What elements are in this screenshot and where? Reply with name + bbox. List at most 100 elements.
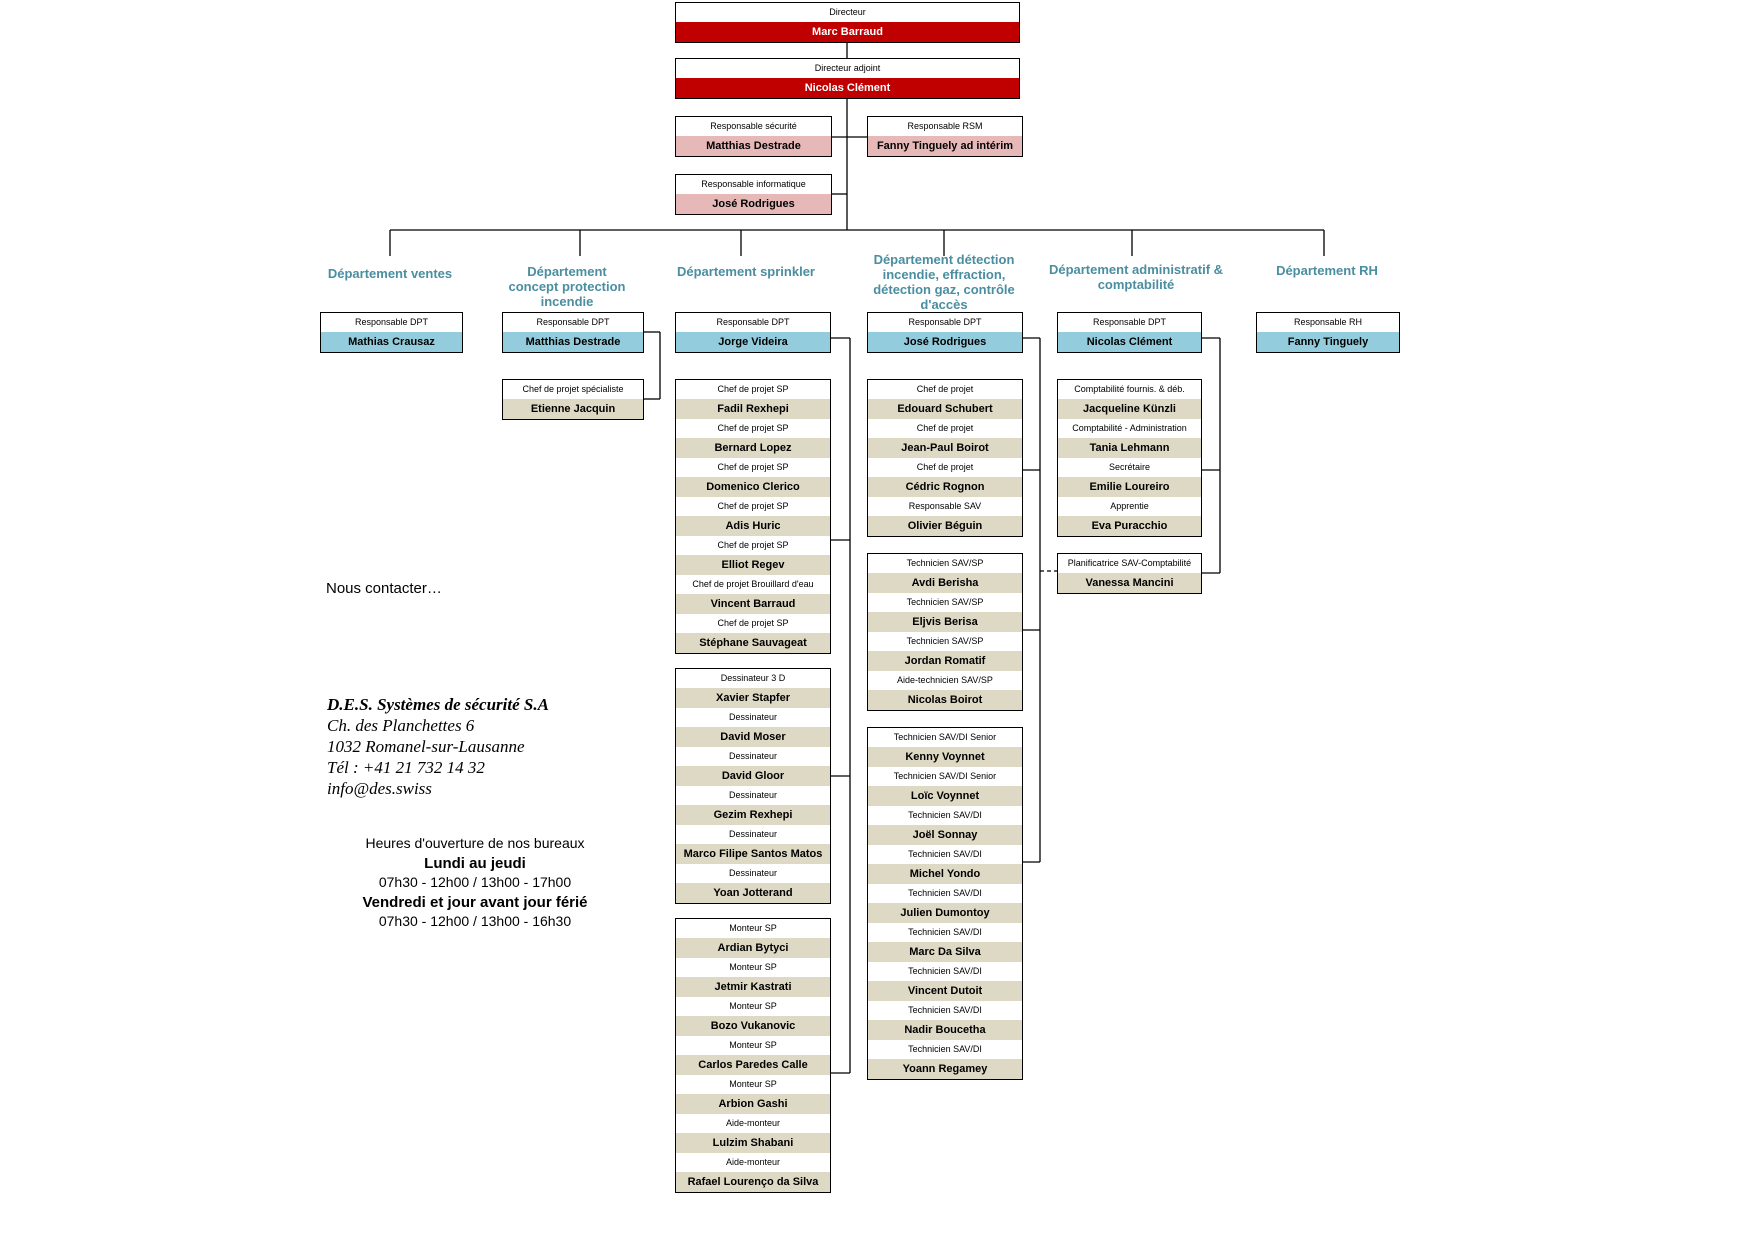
person-name: Marco Filipe Santos Matos (676, 844, 830, 864)
role-label: Comptabilité - Administration (1072, 423, 1187, 433)
person-name: Eljvis Berisa (868, 612, 1022, 632)
team-group-admin: Comptabilité fournis. & déb.Jacqueline K… (1057, 379, 1202, 537)
person-name: Arbion Gashi (676, 1094, 830, 1114)
department-title-line: incendie (540, 294, 594, 309)
opening-hours: Heures d'ouverture de nos bureaux Lundi … (340, 834, 610, 932)
role-label: Chef de projet (916, 384, 974, 394)
role-label: Technicien SAV/SP (906, 558, 984, 568)
role-label: Technicien SAV/DI (908, 810, 982, 820)
person-name: Cédric Rognon (868, 477, 1022, 497)
role-label: Chef de projet (916, 462, 974, 472)
role-label: Responsable DPT (536, 317, 610, 327)
role-label: Directeur (829, 7, 866, 17)
role-label: Monteur SP (729, 923, 777, 933)
person-name: Nicolas Clément (676, 78, 1019, 98)
person-name: Adis Huric (676, 516, 830, 536)
role-label: Directeur adjoint (814, 63, 881, 73)
department-title-line: détection gaz, contrôle (873, 282, 1015, 297)
role-label: Dessinateur (728, 829, 778, 839)
person-name: Joël Sonnay (868, 825, 1022, 845)
person-name: Etienne Jacquin (503, 399, 643, 419)
person-name: Marc Barraud (676, 22, 1019, 42)
company-city: 1032 Romanel-sur-Lausanne (327, 737, 525, 756)
role-label: Technicien SAV/DI (908, 1005, 982, 1015)
role-label: Chef de projet SP (717, 384, 789, 394)
person-name: Jetmir Kastrati (676, 977, 830, 997)
hours-time-1: 07h30 - 12h00 / 13h00 - 17h00 (378, 874, 572, 890)
role-label: Monteur SP (729, 962, 777, 972)
person-name: Nicolas Boirot (868, 690, 1022, 710)
department-title-line: Département RH (1276, 263, 1378, 278)
department-head-card: Responsable DPT Jorge Videira (675, 312, 831, 353)
person-name: Mathias Crausaz (321, 332, 462, 352)
role-label: Apprentie (1110, 501, 1149, 511)
person-name: Fanny Tinguely ad intérim (868, 136, 1022, 156)
role-label: Responsable sécurité (710, 121, 797, 131)
person-name: Ardian Bytyci (676, 938, 830, 958)
role-label: Chef de projet SP (717, 423, 789, 433)
hours-days-1: Lundi au jeudi (424, 854, 526, 872)
department-title-line: comptabilité (1097, 277, 1175, 292)
person-name: Loïc Voynnet (868, 786, 1022, 806)
person-name: Yoan Jotterand (676, 883, 830, 903)
department-title-line: Département administratif & (1048, 262, 1224, 277)
role-label: Chef de projet SP (717, 540, 789, 550)
person-name: Vincent Barraud (676, 594, 830, 614)
person-name: José Rodrigues (868, 332, 1022, 352)
role-label: Monteur SP (729, 1040, 777, 1050)
role-label: Technicien SAV/SP (906, 597, 984, 607)
person-name: Matthias Destrade (503, 332, 643, 352)
person-name: Jorge Videira (676, 332, 830, 352)
role-label: Aide-technicien SAV/SP (897, 675, 993, 685)
role-label: Technicien SAV/DI (908, 927, 982, 937)
role-label: Responsable DPT (908, 317, 982, 327)
company-email: info@des.swiss (327, 779, 432, 798)
contact-heading: Nous contacter… (326, 580, 442, 597)
person-name: Marc Da Silva (868, 942, 1022, 962)
department-title: Département administratif &comptabilité (1006, 262, 1266, 292)
person-name: Xavier Stapfer (676, 688, 830, 708)
role-label: Technicien SAV/DI Senior (893, 732, 997, 742)
person-name: Olivier Béguin (868, 516, 1022, 536)
person-name: Lulzim Shabani (676, 1133, 830, 1153)
role-label: Responsable RSM (907, 121, 983, 131)
company-name: D.E.S. Systèmes de sécurité S.A (327, 695, 549, 714)
person-name: Matthias Destrade (676, 136, 831, 156)
person-name: Tania Lehmann (1058, 438, 1201, 458)
department-title-line: Département sprinkler (677, 264, 815, 279)
role-label: Technicien SAV/DI (908, 849, 982, 859)
person-name: Fanny Tinguely (1257, 332, 1399, 352)
person-name: Bernard Lopez (676, 438, 830, 458)
role-label: Responsable DPT (716, 317, 790, 327)
role-label: Dessinateur (728, 868, 778, 878)
company-address: D.E.S. Systèmes de sécurité S.A Ch. des … (327, 694, 549, 799)
person-name: Jacqueline Künzli (1058, 399, 1201, 419)
role-label: Aide-monteur (725, 1157, 781, 1167)
role-label: Technicien SAV/DI (908, 966, 982, 976)
role-label: Chef de projet SP (717, 618, 789, 628)
hours-days-2: Vendredi et jour avant jour férié (362, 893, 588, 911)
person-name: Avdi Berisha (868, 573, 1022, 593)
person-name: Domenico Clerico (676, 477, 830, 497)
person-name: Vanessa Mancini (1058, 573, 1201, 593)
person-name: Stéphane Sauvageat (676, 633, 830, 653)
department-title-line: incendie, effraction, (882, 267, 1006, 282)
hours-time-2: 07h30 - 12h00 / 13h00 - 16h30 (378, 913, 572, 929)
person-name: Emilie Loureiro (1058, 477, 1201, 497)
role-label: Aide-monteur (725, 1118, 781, 1128)
role-label: Responsable DPT (354, 317, 429, 327)
role-label: Dessinateur 3 D (720, 673, 786, 683)
person-name: David Gloor (676, 766, 830, 786)
